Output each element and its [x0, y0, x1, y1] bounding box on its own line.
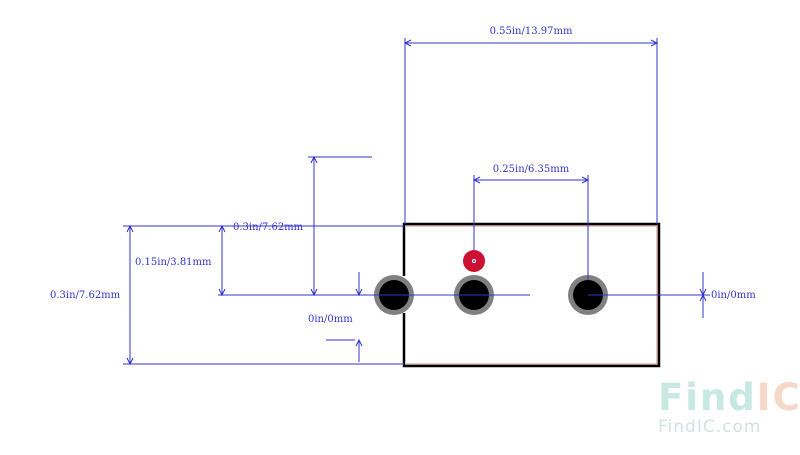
dim-overall-width-label: 0.55in/13.97mm — [490, 26, 573, 37]
pin1-marker — [463, 250, 485, 272]
findic-watermark: FindIC FindIC.com — [658, 376, 800, 438]
dim-row-offset-label: 0.15in/3.81mm — [135, 257, 212, 268]
dim-pin-pitch-label: 0.25in/6.35mm — [493, 164, 570, 175]
dim-body-height-label: 0.3in/7.62mm — [50, 290, 121, 301]
arrowheads — [126, 39, 707, 366]
dim-zero-right-label: 0in/0mm — [711, 290, 756, 301]
dim-zero-left-label: 0in/0mm — [308, 314, 353, 325]
watermark-brand: FindIC — [658, 376, 800, 419]
dim-row-to-top-label: 0.3in/7.62mm — [233, 222, 304, 233]
dimension-lines — [123, 38, 710, 365]
watermark-url: FindIC.com — [658, 417, 762, 437]
